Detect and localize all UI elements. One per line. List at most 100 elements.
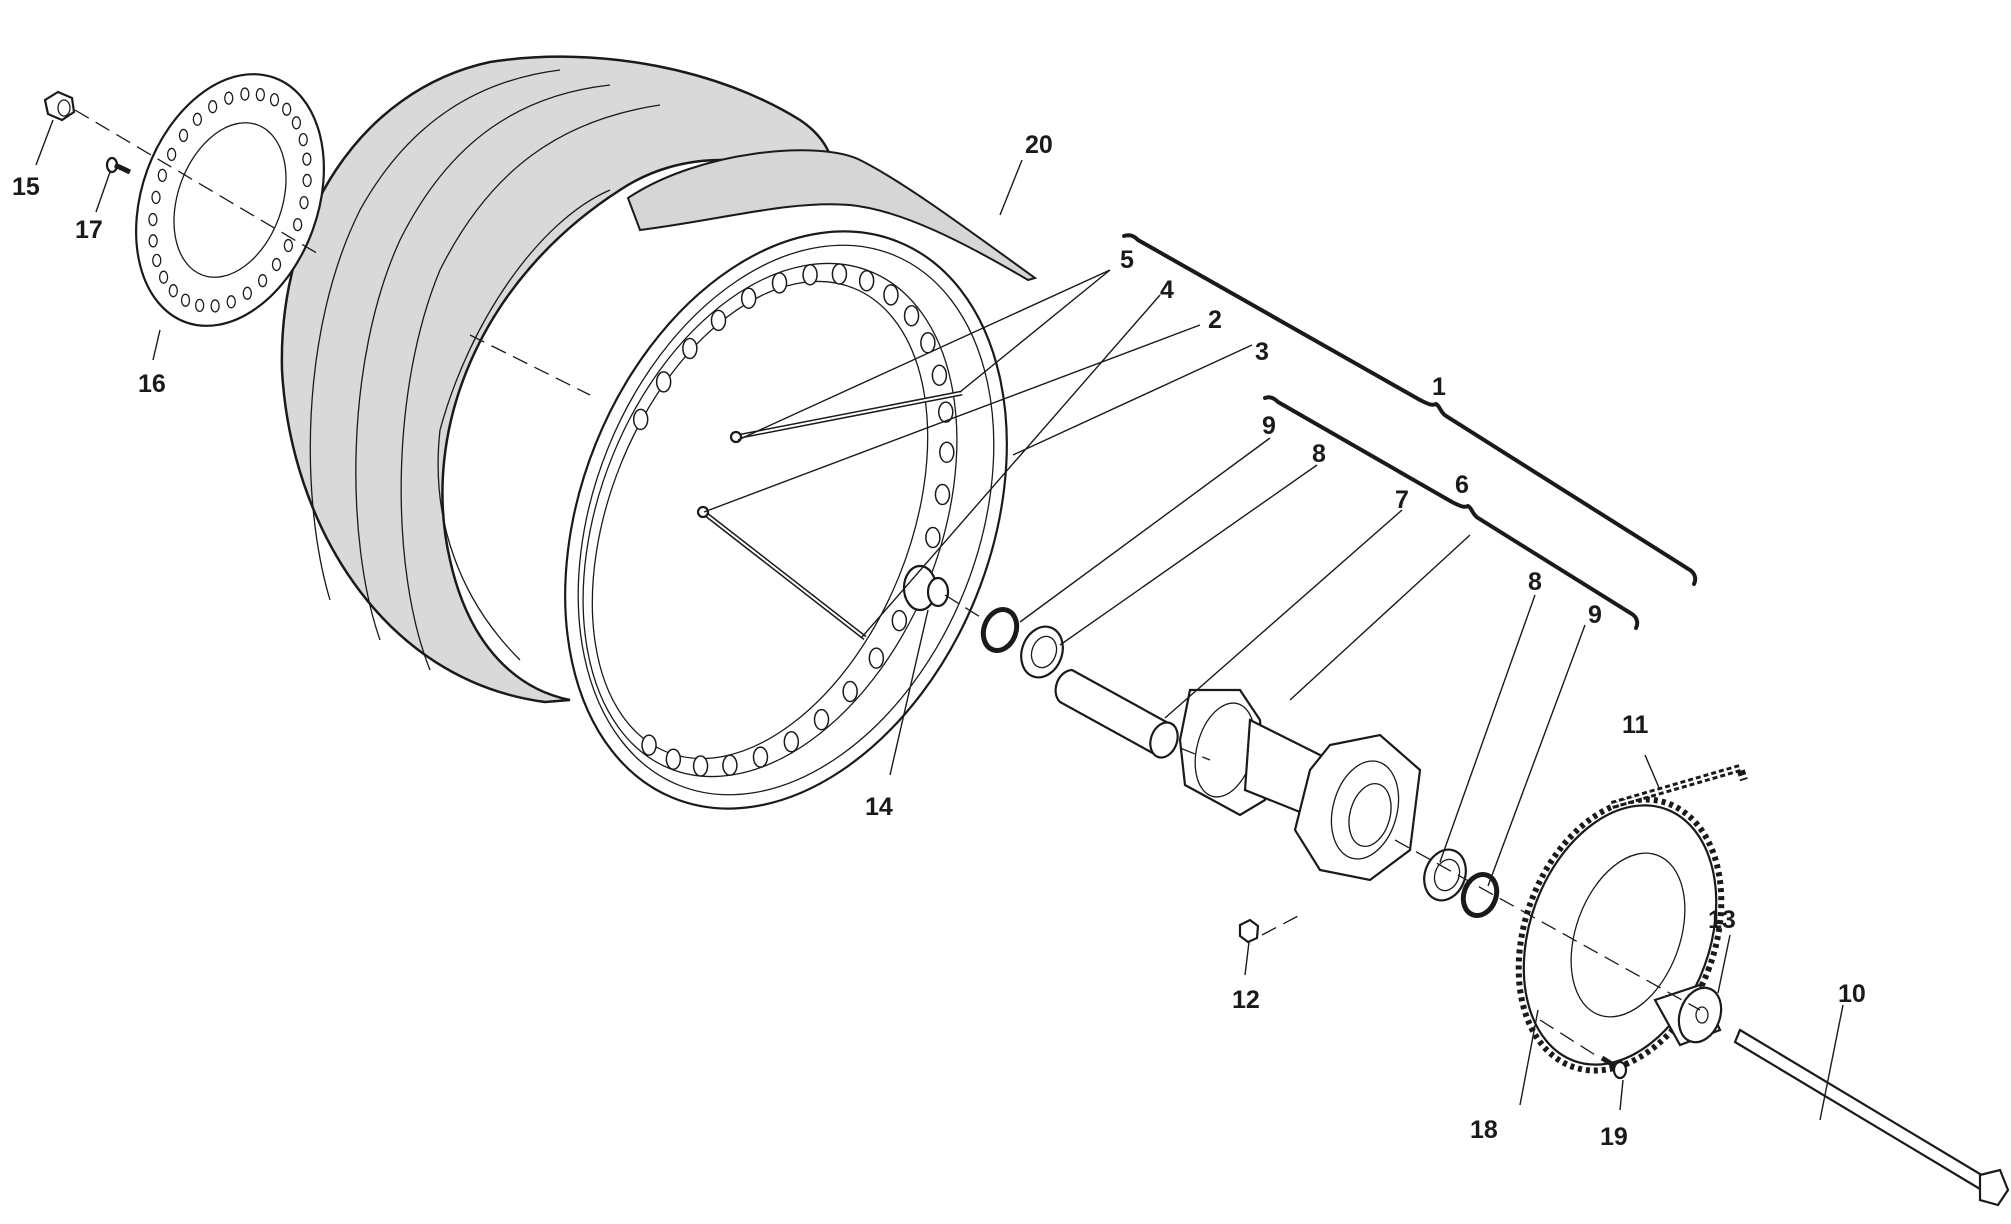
spoke-hole xyxy=(813,708,830,731)
callout-6: 6 xyxy=(1455,471,1469,499)
disc-hole xyxy=(148,212,158,227)
rim xyxy=(564,230,1008,810)
disc-hole xyxy=(302,152,312,166)
disc-hole xyxy=(151,190,161,205)
spoke-hole xyxy=(934,483,951,506)
callout-8-right: 8 xyxy=(1528,568,1542,596)
brake-disc xyxy=(135,73,325,327)
callout-8-left: 8 xyxy=(1312,440,1326,468)
callout-16: 16 xyxy=(138,370,166,398)
rim-band xyxy=(626,149,1038,282)
leader-lines xyxy=(35,119,1844,1121)
disc-hole xyxy=(168,284,178,298)
disc-hole xyxy=(157,168,167,183)
hub-nut xyxy=(1238,918,1260,944)
spoke-hole xyxy=(831,263,848,285)
bearing-left xyxy=(1020,625,1064,679)
disc-hole xyxy=(180,293,191,307)
disc-hole xyxy=(226,295,236,309)
spoke-hole xyxy=(868,647,885,669)
spoke-hole xyxy=(903,304,920,327)
disc-hole xyxy=(271,257,282,272)
callout-9-right: 9 xyxy=(1588,601,1602,629)
spoke-hole xyxy=(858,270,875,292)
disc-hole xyxy=(158,270,169,284)
callout-15: 15 xyxy=(12,173,40,201)
disc-hole xyxy=(291,116,302,130)
sprocket-bolt xyxy=(1600,1055,1628,1080)
disc-hole xyxy=(178,128,189,143)
spoke-hole xyxy=(771,272,788,294)
disc-hole xyxy=(302,173,312,188)
callout-1: 1 xyxy=(1432,373,1446,401)
spoke-hole xyxy=(783,731,800,753)
callout-7: 7 xyxy=(1395,486,1409,514)
spoke-hole xyxy=(802,263,818,286)
tire xyxy=(280,55,835,704)
disc-hole xyxy=(293,217,303,232)
callout-12: 12 xyxy=(1232,986,1260,1014)
spoke-hole xyxy=(665,748,682,770)
callout-18: 18 xyxy=(1470,1116,1498,1144)
disc-hole xyxy=(195,298,205,313)
spoke-hole xyxy=(710,309,727,332)
spoke-hole xyxy=(752,746,769,768)
wheel-axle xyxy=(1733,1028,2010,1207)
disc-hole xyxy=(255,87,265,102)
spacer-tube xyxy=(1054,668,1179,759)
disc-hole xyxy=(299,195,309,210)
disc-hole xyxy=(152,253,162,267)
rear-sprocket xyxy=(1515,796,1725,1074)
disc-hole xyxy=(257,274,268,288)
callout-14: 14 xyxy=(865,793,893,821)
disc-hole xyxy=(269,93,280,107)
oil-seal-left xyxy=(980,607,1020,653)
callout-3: 3 xyxy=(1255,338,1269,366)
spoke-hole xyxy=(722,754,738,777)
callout-11: 11 xyxy=(1622,711,1649,739)
bracket-group-6 xyxy=(1263,395,1640,630)
spoke-hole xyxy=(920,332,936,354)
spoke-hole xyxy=(692,755,709,777)
callout-13: 13 xyxy=(1708,906,1736,934)
callout-10: 10 xyxy=(1838,980,1866,1008)
spokes xyxy=(696,390,963,640)
spoke-hole xyxy=(938,401,954,423)
bracket-group-1 xyxy=(1122,233,1698,586)
callout-20: 20 xyxy=(1025,131,1053,159)
bolt xyxy=(105,156,132,175)
disc-hole xyxy=(208,100,218,114)
spoke-hole xyxy=(740,287,757,309)
disc-hole xyxy=(210,299,220,313)
spoke-hole xyxy=(632,408,649,431)
assembly-axis-lines xyxy=(74,109,1701,1059)
spoke-hole xyxy=(682,337,698,360)
hub xyxy=(1178,688,1422,882)
spoke-hole xyxy=(883,284,899,306)
spoke-hole xyxy=(939,441,955,464)
disc-hole xyxy=(240,87,250,101)
spoke-hole xyxy=(925,526,941,549)
spoke-hole xyxy=(891,609,908,632)
disc-hole xyxy=(298,133,308,147)
callout-5: 5 xyxy=(1120,246,1134,274)
disc-hole xyxy=(282,102,292,116)
disc-hole xyxy=(224,91,234,105)
callout-19: 19 xyxy=(1600,1123,1628,1151)
axle-spacer xyxy=(1653,983,1723,1047)
spoke-hole xyxy=(931,364,948,387)
callout-labels: 1 2 3 4 5 6 7 8 8 9 9 10 11 12 13 14 15 … xyxy=(12,131,1866,1151)
spoke-hole xyxy=(641,734,657,756)
disc-hole xyxy=(148,234,158,248)
chain xyxy=(1610,763,1748,809)
nut xyxy=(43,90,76,122)
disc-hole xyxy=(192,112,203,126)
callout-17: 17 xyxy=(75,216,103,244)
disc-hole xyxy=(166,147,177,162)
callout-2: 2 xyxy=(1208,306,1222,334)
spoke-hole xyxy=(842,680,858,703)
callout-4: 4 xyxy=(1160,276,1174,304)
bearing-right xyxy=(1423,848,1467,902)
disc-hole xyxy=(242,286,252,300)
